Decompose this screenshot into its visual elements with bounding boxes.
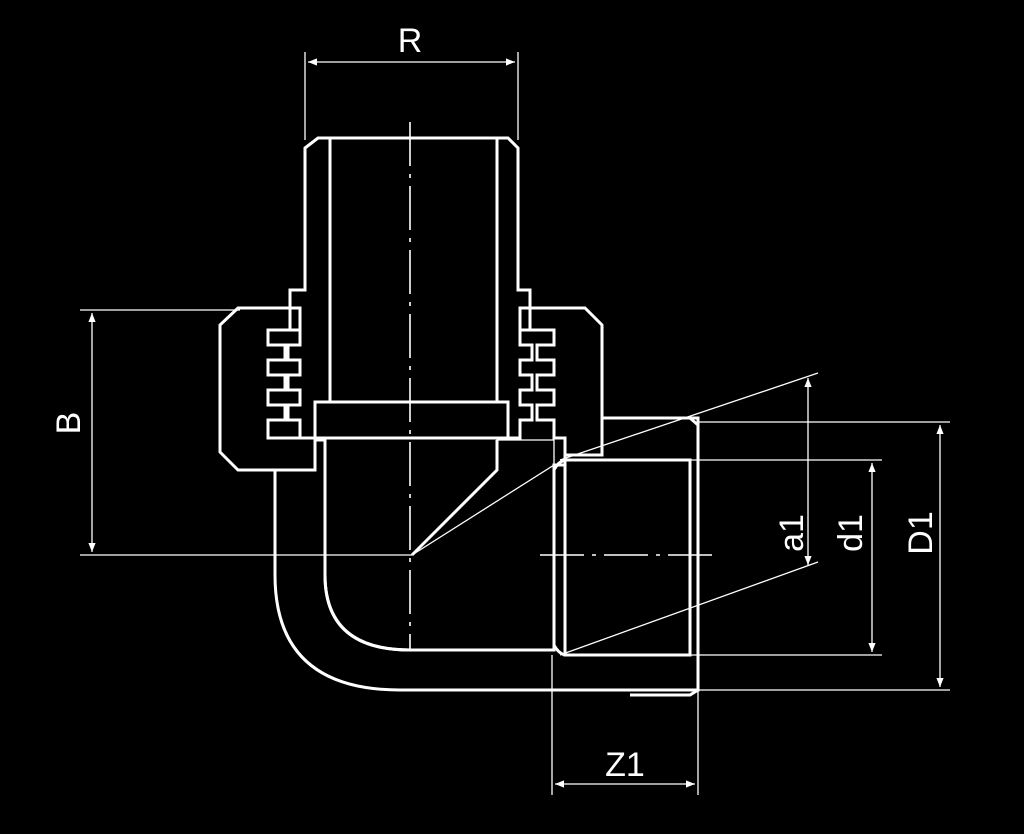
union-nut-right bbox=[518, 306, 604, 457]
dimension-b: B bbox=[50, 309, 412, 556]
label-a1: a1 bbox=[773, 514, 811, 552]
dimension-r: R bbox=[304, 22, 519, 140]
threaded-insert bbox=[286, 136, 534, 440]
dimension-D1: D1 bbox=[698, 421, 950, 691]
label-b: B bbox=[50, 412, 88, 435]
center-lines bbox=[409, 122, 720, 650]
label-r: R bbox=[398, 22, 423, 60]
dimension-z1: Z1 bbox=[551, 655, 699, 795]
dimension-d1: d1 bbox=[690, 459, 882, 656]
label-d1: d1 bbox=[832, 514, 870, 552]
label-z1: Z1 bbox=[605, 746, 645, 784]
union-nut-left bbox=[218, 306, 317, 472]
label-D1: D1 bbox=[902, 511, 940, 554]
inner-bore bbox=[323, 440, 554, 652]
dimension-a1: a1 bbox=[559, 372, 819, 656]
female-socket bbox=[552, 416, 700, 697]
